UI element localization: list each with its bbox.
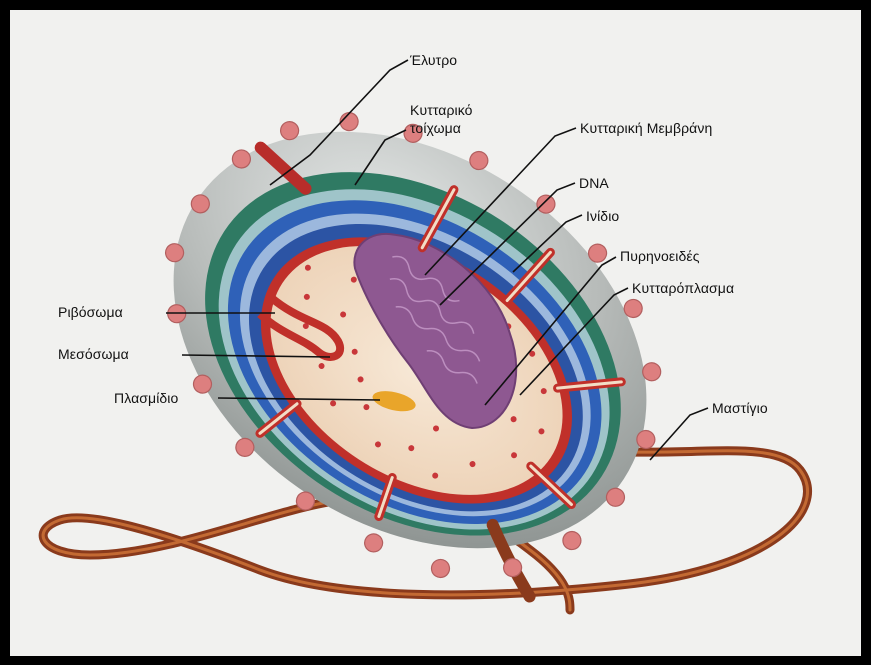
label-nucleoid: Πυρηνοειδές	[620, 248, 700, 264]
diagram-canvas: Έλυτρο Κυτταρικό τοίχωμα Κυτταρική Μεμβρ…	[10, 10, 861, 656]
label-pili: Ινίδιο	[586, 208, 619, 224]
label-mesosome: Μεσόσωμα	[58, 346, 129, 362]
label-cell-wall-line2: τοίχωμα	[410, 120, 461, 136]
label-dna: DNA	[579, 175, 609, 191]
label-flagellum: Μαστίγιο	[712, 400, 768, 416]
label-ribosome: Ριβόσωμα	[58, 304, 123, 320]
label-cytoplasm: Κυτταρόπλασμα	[632, 280, 734, 296]
label-cell-wall-line1: Κυτταρικό	[410, 102, 473, 118]
label-cell-membrane: Κυτταρική Μεμβράνη	[580, 120, 712, 136]
label-plasmid: Πλασμίδιο	[114, 390, 178, 406]
label-elytra: Έλυτρο	[410, 52, 457, 68]
